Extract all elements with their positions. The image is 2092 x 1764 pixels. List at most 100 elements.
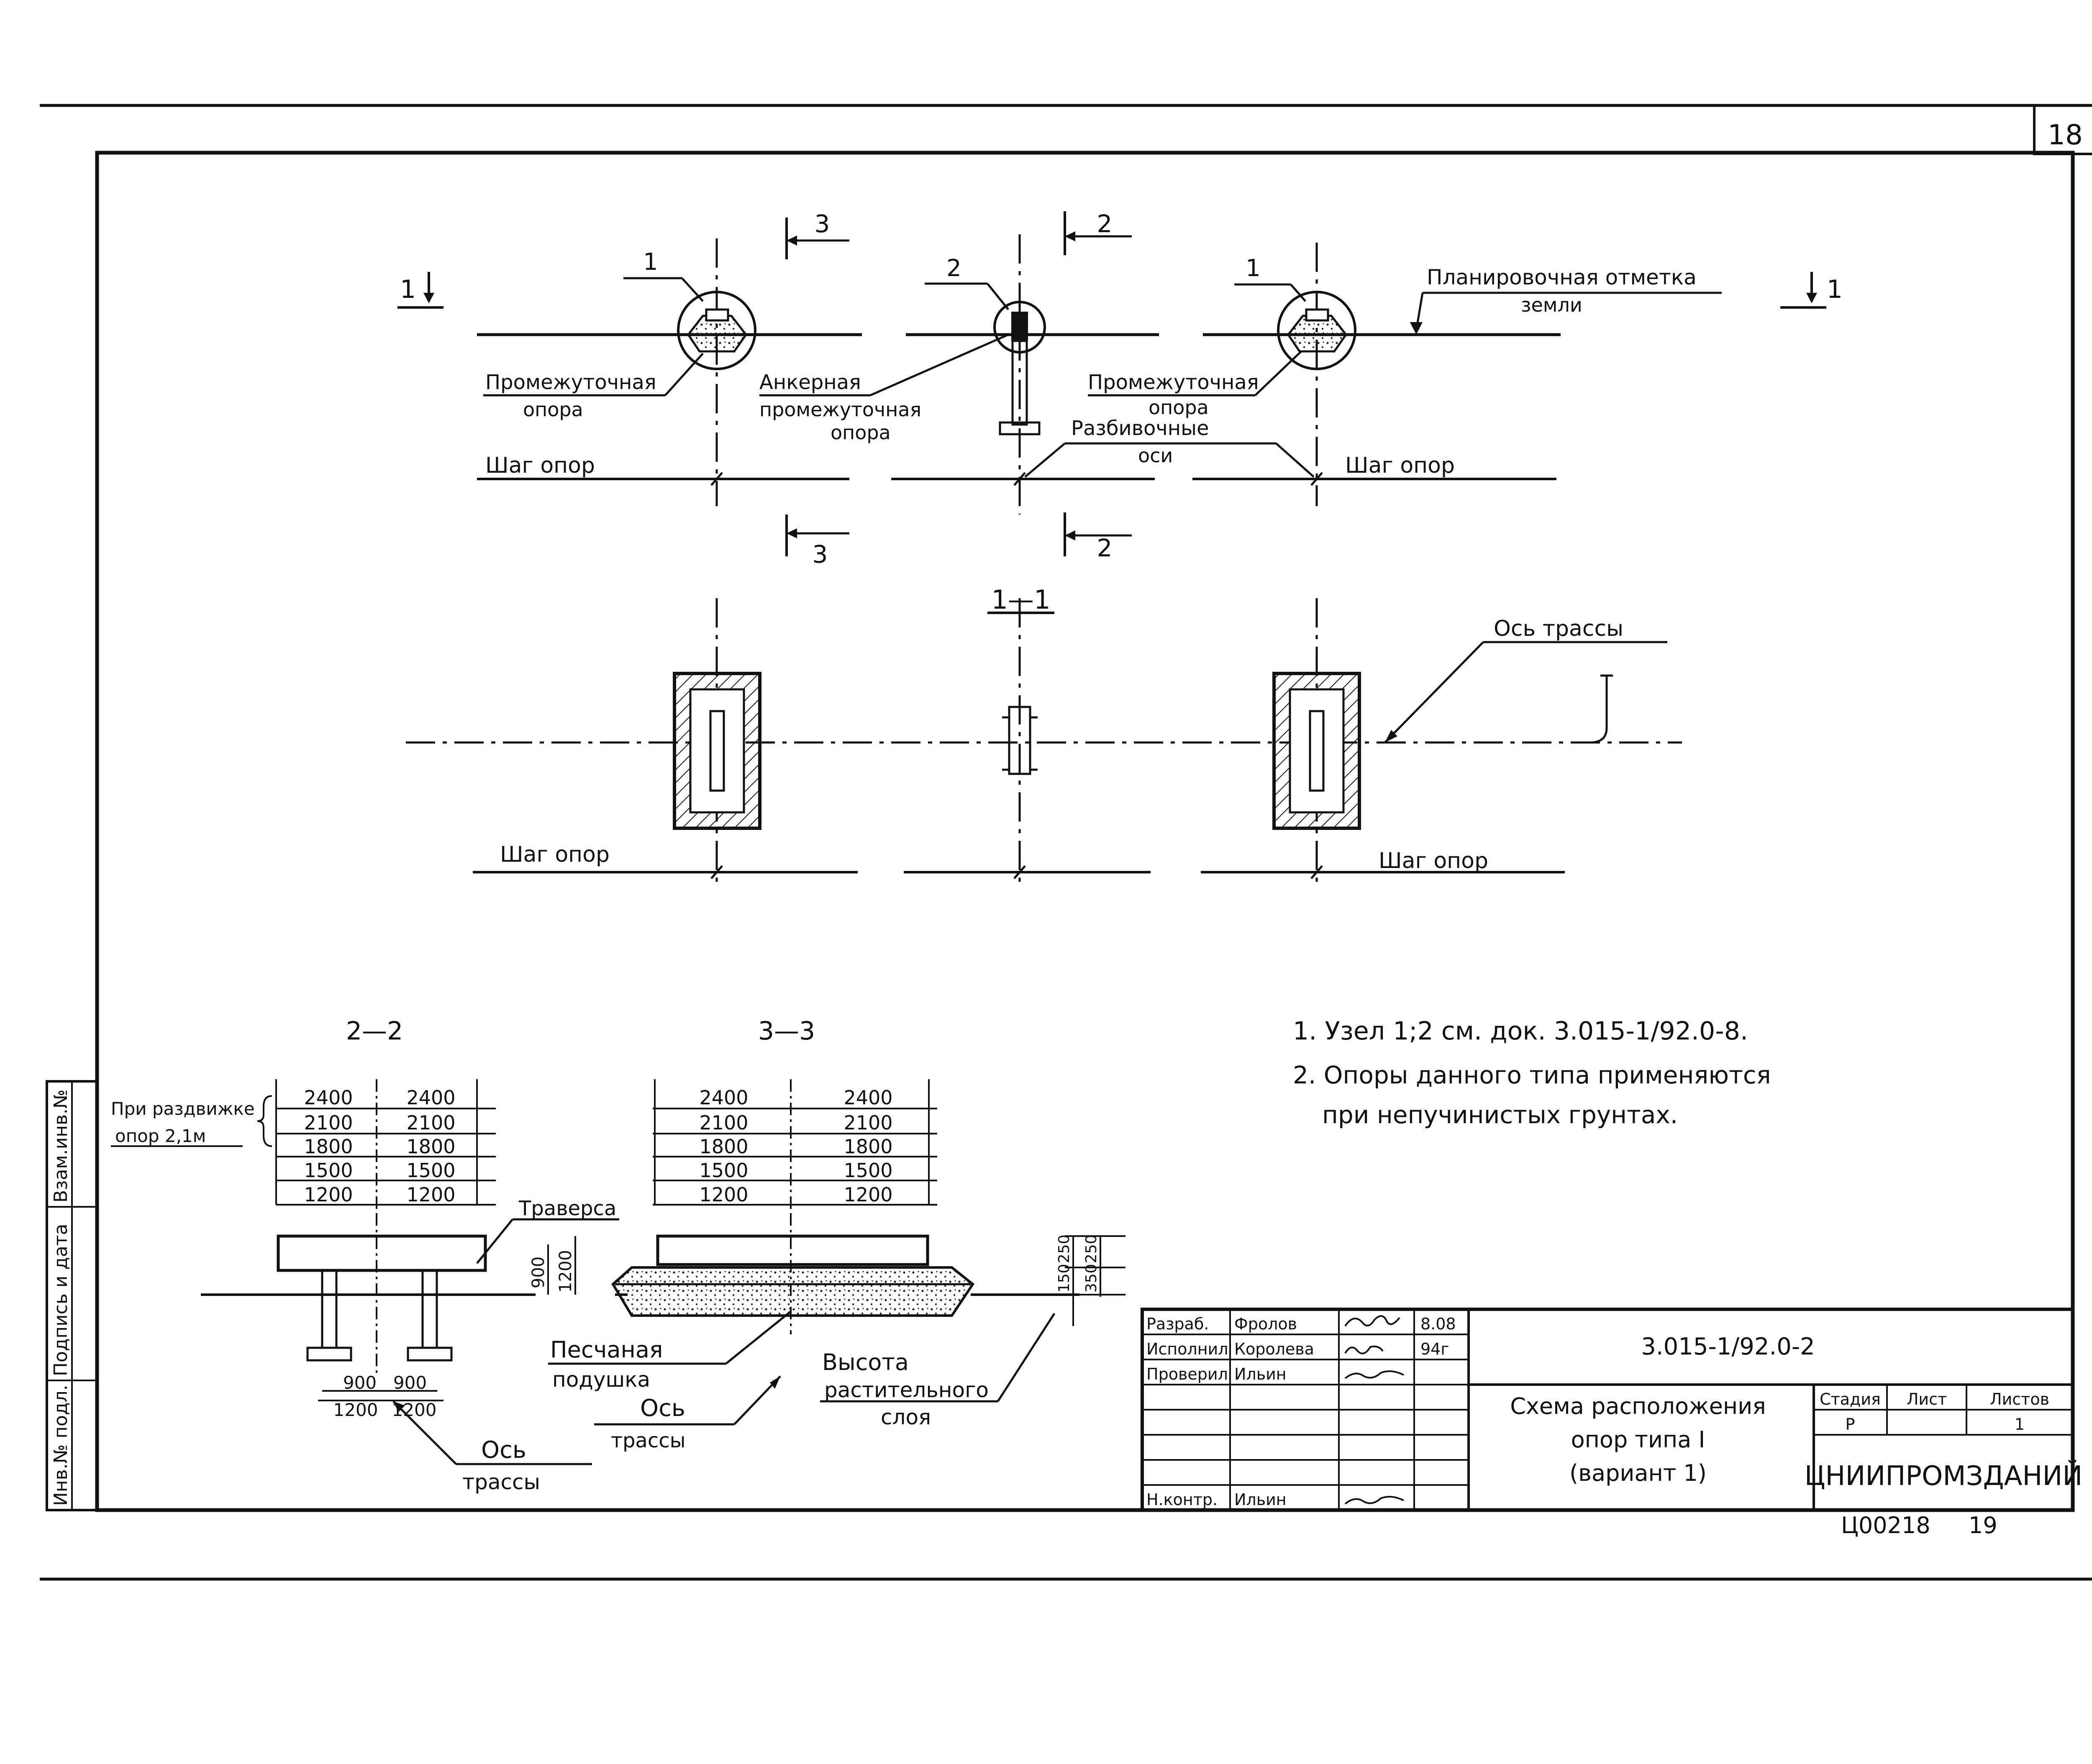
svg-text:трассы: трассы [462, 1470, 540, 1494]
title-row-3-name: Ильин [1234, 1365, 1287, 1383]
svg-text:2400: 2400 [699, 1086, 748, 1109]
svg-text:Ось: Ось [640, 1395, 685, 1422]
sheet-label: Лист [1907, 1390, 1947, 1408]
sheet-number: 18 [2048, 119, 2083, 151]
plan-intermediate-support-right [1277, 291, 1356, 370]
svg-text:1200: 1200 [406, 1183, 455, 1206]
title-row-1-name: Фролов [1234, 1315, 1297, 1333]
svg-text:опор 2,1м: опор 2,1м [115, 1126, 206, 1146]
signature-koroleva [1344, 1345, 1384, 1354]
plan-view: 1 1 3 3 2 [397, 210, 1843, 568]
svg-text:900: 900 [343, 1372, 377, 1393]
section-2-2-dimension-table: 2400 2400 2100 2100 1800 1800 1500 1500 … [275, 1079, 496, 1213]
title-row-4-role: Н.контр. [1146, 1490, 1218, 1509]
section-3-3: 3—3 2400 2400 2100 2100 1800 1800 1500 1… [548, 1016, 1125, 1452]
node-callout-2: 2 [925, 255, 1009, 310]
svg-text:1200: 1200 [333, 1400, 378, 1420]
node-callout-1-right: 1 [1234, 255, 1306, 302]
svg-text:3: 3 [815, 210, 830, 238]
title-row-2-name: Королева [1234, 1340, 1314, 1358]
section-2-2-extension-note: При раздвижке опор 2,1м [111, 1095, 272, 1147]
svg-text:оси: оси [1138, 444, 1173, 467]
section-1-1-foundation-left [673, 672, 761, 830]
section-marker-1-right: 1 [1780, 272, 1843, 309]
section-2-2-depth-dims: 900 1200 [529, 1236, 576, 1295]
svg-text:1500: 1500 [843, 1159, 892, 1182]
svg-text:1200: 1200 [843, 1183, 892, 1206]
title-row-4-name: Ильин [1234, 1490, 1287, 1509]
title-row-1-date: 8.08 [1420, 1315, 1456, 1333]
svg-text:Ось трассы: Ось трассы [1494, 616, 1623, 641]
svg-text:150: 150 [1056, 1264, 1073, 1293]
svg-text:опора: опора [1149, 396, 1209, 419]
section-1-1-foundation-right [1272, 672, 1361, 830]
svg-text:1: 1 [400, 275, 416, 304]
label-intermediate-right: Промежуточная опора [1088, 351, 1302, 419]
title-row-3-role: Проверил [1146, 1365, 1228, 1383]
bottom-code: Ц00218 [1841, 1512, 1930, 1539]
doc-code: 3.015-1/92.0-2 [1641, 1333, 1815, 1360]
svg-text:растительного: растительного [824, 1378, 989, 1402]
svg-text:При раздвижке: При раздвижке [111, 1098, 255, 1119]
svg-text:земли: земли [1521, 294, 1582, 316]
section-marker-3-bottom: 3 [785, 515, 849, 568]
svg-text:подушка: подушка [552, 1367, 650, 1392]
section-3-3-structure [611, 1213, 1079, 1334]
title-row-1-role: Разраб. [1146, 1315, 1209, 1333]
svg-text:1500: 1500 [406, 1159, 455, 1182]
side-stamp-signature-date: Подпись и дата [50, 1224, 72, 1376]
section-1-1-step-right: Шаг опор [1379, 848, 1488, 873]
title-row-2-date: 94г [1420, 1340, 1449, 1358]
svg-text:1200: 1200 [699, 1183, 748, 1206]
section-1-1: 1—1 Ос [406, 584, 1682, 887]
svg-text:Ось: Ось [481, 1436, 526, 1464]
section-1-1-title: 1—1 [992, 584, 1051, 615]
section-2-2-axis-label: Ось трассы [392, 1400, 592, 1494]
svg-text:1: 1 [643, 248, 658, 276]
signature-frolov [1344, 1315, 1400, 1327]
svg-text:1: 1 [1246, 255, 1261, 282]
svg-text:250: 250 [1083, 1234, 1100, 1263]
side-stamp-replace-inv: Взам.инв.№ [50, 1089, 72, 1203]
svg-text:1800: 1800 [699, 1135, 748, 1158]
notes: 1. Узел 1;2 см. док. 3.015-1/92.0-8. 2. … [1293, 1016, 1771, 1129]
svg-text:3: 3 [813, 540, 828, 568]
plan-intermediate-support-left [677, 291, 756, 370]
plan-step-left: Шаг опор [485, 453, 595, 478]
label-breakout-axes: Разбивочные оси [1024, 417, 1315, 478]
section-2-2-structure [201, 1213, 536, 1376]
section-2-2-title: 2—2 [346, 1016, 403, 1046]
section-1-1-step-left: Шаг опор [500, 842, 610, 867]
svg-text:1200: 1200 [304, 1183, 353, 1206]
svg-text:1800: 1800 [843, 1135, 892, 1158]
svg-text:2: 2 [1097, 210, 1113, 238]
svg-text:1800: 1800 [406, 1135, 455, 1158]
svg-text:2: 2 [1097, 534, 1113, 562]
svg-text:промежуточная: промежуточная [759, 398, 921, 421]
side-stamp: Инв.№ подл. Подпись и дата Взам.инв.№ [46, 1080, 98, 1511]
svg-text:Траверса: Траверса [518, 1197, 616, 1220]
svg-text:Промежуточная: Промежуточная [1088, 371, 1259, 394]
plan-step-right: Шаг опор [1345, 453, 1455, 478]
section-3-3-axis-label: Ось трассы [594, 1375, 781, 1452]
svg-text:900: 900 [529, 1257, 548, 1288]
svg-text:1500: 1500 [304, 1159, 353, 1182]
bottom-number: 19 [1969, 1512, 1997, 1539]
svg-text:2400: 2400 [843, 1086, 892, 1109]
svg-text:2: 2 [946, 255, 961, 282]
svg-text:Разбивочные: Разбивочные [1071, 417, 1209, 440]
title-row-2-role: Исполнил [1146, 1340, 1228, 1358]
svg-text:250: 250 [1056, 1234, 1073, 1263]
svg-text:трассы: трассы [611, 1429, 686, 1452]
title-line-3: (вариант 1) [1569, 1460, 1707, 1486]
svg-text:Планировочная отметка: Планировочная отметка [1427, 265, 1697, 289]
section-2-2: 2—2 При раздвижке опор 2,1м 2400 2400 21… [111, 1016, 619, 1494]
section-2-2-traverse-label: Траверса [476, 1197, 619, 1264]
section-3-3-height-label: Высота растительного слоя [820, 1313, 1056, 1429]
label-grade-mark: Планировочная отметка земли [1410, 265, 1722, 335]
svg-text:Песчаная: Песчаная [550, 1336, 663, 1363]
svg-text:2100: 2100 [304, 1111, 353, 1134]
sheets-label: Листов [1990, 1390, 2049, 1408]
svg-text:350: 350 [1083, 1264, 1100, 1293]
